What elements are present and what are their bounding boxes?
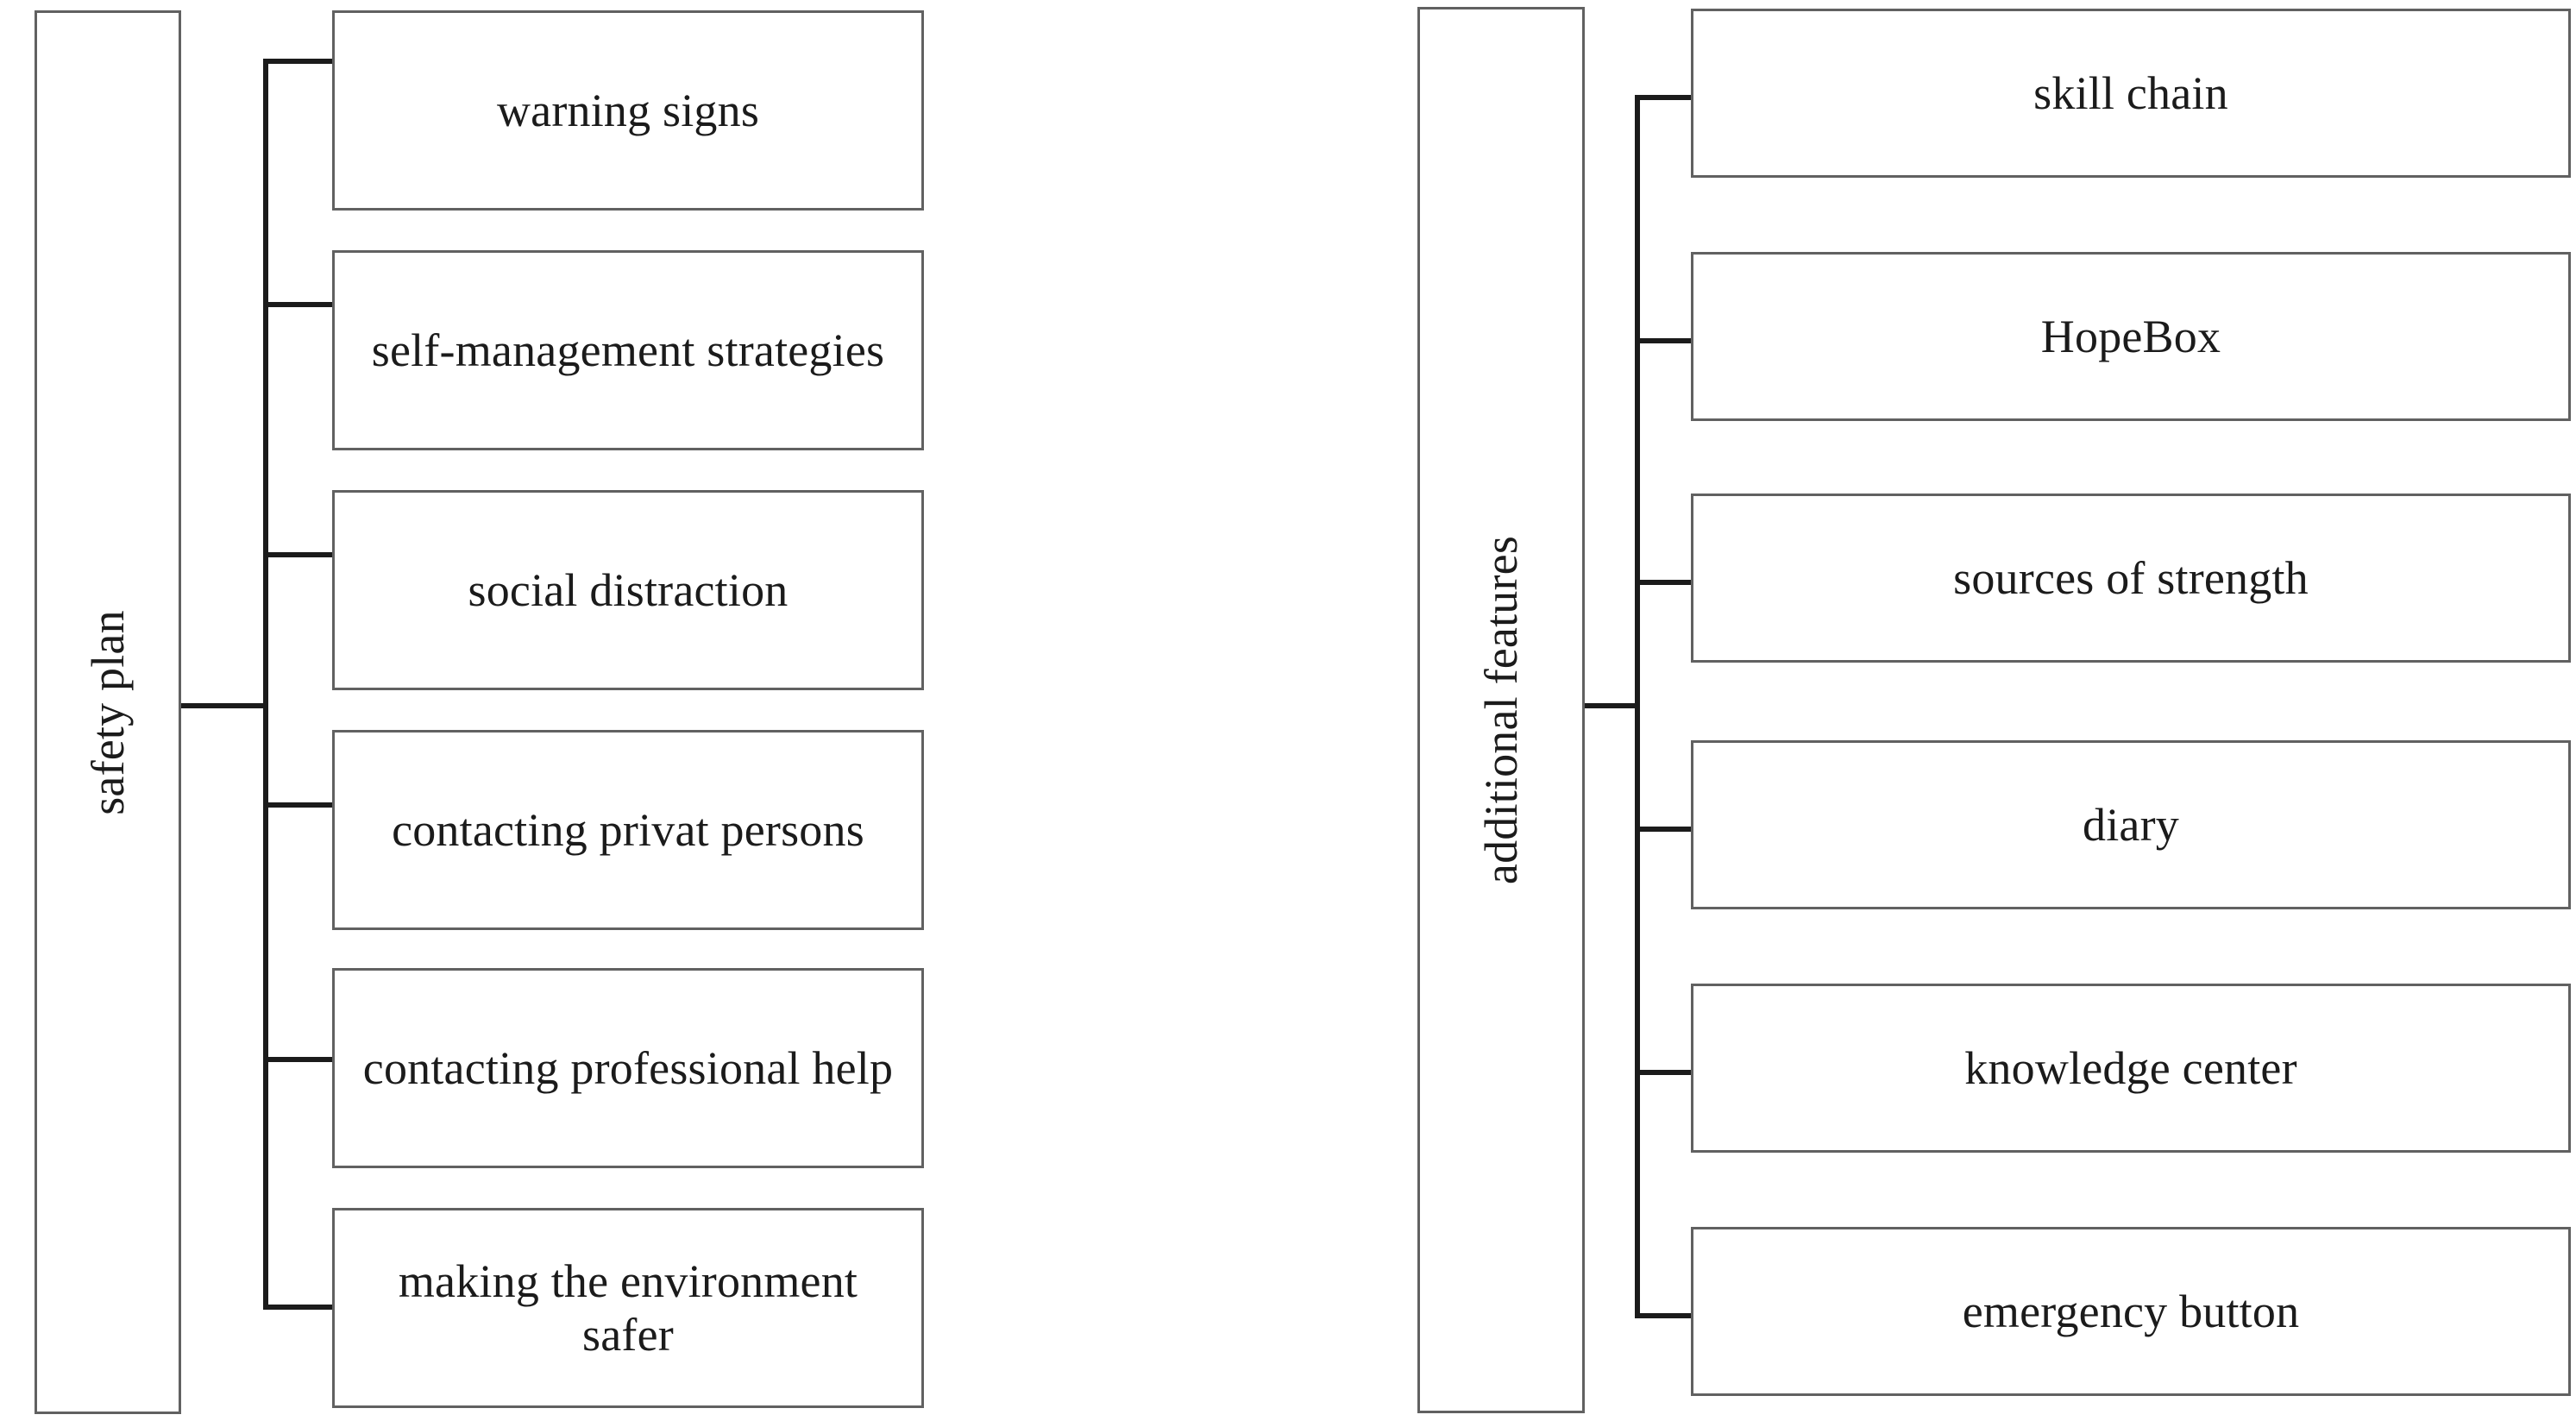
connector-branch-additional-features-2 xyxy=(1635,338,1695,343)
leaf-label: diary xyxy=(2083,798,2179,851)
leaf-label: contacting professional help xyxy=(362,1041,894,1094)
connector-branch-safety-plan-3 xyxy=(263,552,334,557)
connector-branch-safety-plan-5 xyxy=(263,1057,334,1062)
connector-spine-safety-plan xyxy=(263,59,268,682)
root-label-additional-features: additional features xyxy=(1475,535,1528,885)
leaf-label: emergency button xyxy=(1962,1285,2300,1337)
connector-branch-additional-features-5 xyxy=(1635,1070,1695,1075)
connector-branch-safety-plan-1 xyxy=(263,59,334,64)
leaf-box-knowledge-center[interactable]: knowledge center xyxy=(1691,984,2571,1153)
root-label-safety-plan: safety plan xyxy=(82,609,135,815)
connector-branch-safety-plan-2 xyxy=(263,302,334,307)
leaf-box-self-management-strategies[interactable]: self-management strategies xyxy=(332,250,924,450)
root-box-safety-plan[interactable]: safety plan xyxy=(35,10,181,1414)
leaf-box-skill-chain[interactable]: skill chain xyxy=(1691,9,2571,178)
leaf-box-warning-signs[interactable]: warning signs xyxy=(332,10,924,211)
leaf-label: making the environment safer xyxy=(398,1254,858,1361)
connector-branch-safety-plan-6 xyxy=(263,1305,334,1310)
leaf-label: skill chain xyxy=(2033,66,2228,119)
leaf-label: warning signs xyxy=(496,84,760,136)
leaf-box-making-the-environment-safer[interactable]: making the environment safer xyxy=(332,1208,924,1408)
leaf-box-sources-of-strength[interactable]: sources of strength xyxy=(1691,494,2571,663)
leaf-box-diary[interactable]: diary xyxy=(1691,740,2571,909)
leaf-label: social distraction xyxy=(468,563,789,616)
connector-spine-additional-features-lower xyxy=(1635,703,1640,1316)
connector-branch-additional-features-4 xyxy=(1635,827,1695,832)
root-box-additional-features[interactable]: additional features xyxy=(1417,7,1585,1413)
leaf-label: sources of strength xyxy=(1953,551,2309,604)
connector-spine-safety-plan-lower xyxy=(263,682,268,1307)
connector-branch-additional-features-1 xyxy=(1635,95,1695,100)
connector-spine-additional-features xyxy=(1635,95,1640,706)
connector-branch-additional-features-3 xyxy=(1635,580,1695,585)
connector-trunk-additional-features xyxy=(1585,703,1638,708)
leaf-label: self-management strategies xyxy=(371,324,885,376)
leaf-box-contacting-privat-persons[interactable]: contacting privat persons xyxy=(332,730,924,930)
leaf-box-hopebox[interactable]: HopeBox xyxy=(1691,252,2571,421)
leaf-box-contacting-professional-help[interactable]: contacting professional help xyxy=(332,968,924,1168)
leaf-label: knowledge center xyxy=(1964,1041,2297,1094)
connector-branch-safety-plan-4 xyxy=(263,802,334,808)
leaf-box-emergency-button[interactable]: emergency button xyxy=(1691,1227,2571,1396)
leaf-box-social-distraction[interactable]: social distraction xyxy=(332,490,924,690)
connector-branch-additional-features-6 xyxy=(1635,1313,1695,1318)
leaf-label: HopeBox xyxy=(2040,310,2221,362)
connector-trunk-safety-plan xyxy=(181,703,266,708)
leaf-label: contacting privat persons xyxy=(392,803,864,856)
